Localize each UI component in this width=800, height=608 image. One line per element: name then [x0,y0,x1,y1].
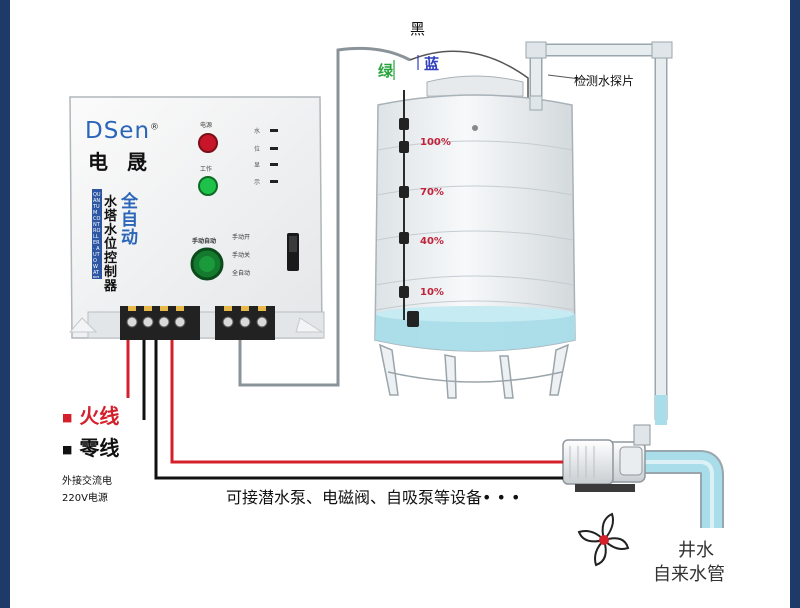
controller-side-text: QUANTUM CONTROLLER · AUTO WATER LEVEL CO… [93,192,101,278]
level-probe-rod [393,55,419,327]
power-indicator-lamp [198,133,218,153]
probe-terminal-block [215,306,275,340]
work-indicator-lamp [198,176,218,196]
level-mark-2: 位 [254,146,261,153]
pump-neutral-wire [154,340,563,480]
device-note: 可接潜水泵、电磁阀、自吸泵等设备• • • [226,488,521,507]
brand-name: DSen [85,118,151,144]
source-line2: 自来水管 [653,564,725,585]
live-wire-text: 火线 [79,404,120,428]
switch-group-label: 手动自动 [192,238,217,245]
brand-logo: DSen® [85,118,160,144]
power-note-line2: 220V电源 [62,493,108,504]
suction-pipe [640,450,724,528]
impeller-symbol [577,512,630,567]
work-lamp-label: 工作 [200,166,213,173]
level-mark-1: 水 [254,128,261,135]
live-wire-bullet: ■ [62,411,73,424]
water-pump [562,424,651,492]
level-mark-4: 示 [254,179,261,186]
power-lamp-label: 电源 [200,122,213,129]
tank-stand [378,343,570,399]
registered-mark: ® [150,122,161,133]
live-wire-label: ■ 火线 [62,400,119,429]
tank-level-40: 40% [420,236,444,247]
neutral-wire-bullet: ■ [62,443,73,456]
wire-black-label: 黑 [410,20,426,38]
wire-blue-label: 蓝 [424,55,440,73]
power-terminal-block [120,306,200,340]
probe-black-wire [409,50,529,120]
brand-cn-name: 电 晟 [88,150,153,174]
controller-box [68,96,325,340]
tank-level-100: 100% [420,137,451,148]
tank-level-70: 70% [420,187,444,198]
switch-label-manual-on: 手动开 [232,234,251,241]
wire-green-label: 绿 [378,62,394,80]
switch-label-auto: 全自动 [232,270,251,277]
inlet-pipe [525,41,673,425]
controller-title: 水塔水位控制器 [104,195,118,294]
probe-signal-cable [238,46,411,387]
power-note-line1: 外接交流电 [62,476,112,487]
water-tank [374,75,576,399]
pump-live-wire [170,340,563,464]
auto-tag: 全自动 [121,192,138,248]
neutral-wire-text: 零线 [79,436,120,460]
source-line1: 井水 [678,540,714,561]
level-mark-3: 显 [254,162,261,169]
tank-level-10: 10% [420,287,444,298]
switch-label-manual-off: 手动关 [232,252,251,259]
probe-sheet-label: 检测水探片 [574,74,635,88]
neutral-wire-label: ■ 零线 [62,432,119,461]
